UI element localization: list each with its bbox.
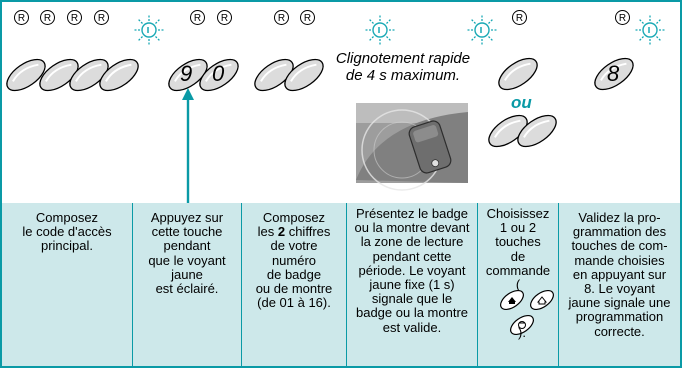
step-4: Présentez le badge ou la montre devant l… [346,203,477,366]
step-text: Appuyez sur cette touche pendant que le … [133,211,241,296]
flash-note: Clignotement rapide de 4 s maximum. [328,50,478,84]
yellow-led-flash-icon [467,15,497,45]
flash-note-line: Clignotement rapide [328,50,478,67]
step-1: Composez le code d'accès principal. [2,203,132,366]
step-text: Composez les 2 chiffres de votre numéro … [242,211,346,310]
flash-note-line: de 4 s maximum. [328,67,478,84]
yellow-led-flash-icon [134,15,164,45]
command-key-icon [498,290,527,313]
key-8-label: 8 [607,61,619,87]
step-text-bold: 2 [278,224,285,239]
yellow-led-flash-icon [635,15,665,45]
pointer-arrow [182,88,194,204]
key-0-label: 0 [212,61,224,87]
step-text-part: Choisissez 1 ou 2 touches de commande ( [486,206,550,292]
step-3: Composez les 2 chiffres de votre numéro … [241,203,346,366]
step-2: Appuyez sur cette touche pendant que le … [132,203,241,366]
keypad-key-icon [494,52,543,95]
step-6: Validez la pro- grammation des touches d… [558,203,680,366]
command-keys-icons [498,290,560,336]
yellow-led-flash-icon [365,15,395,45]
step-text: Présentez le badge ou la montre devant l… [347,207,477,335]
step-text: Choisissez 1 ou 2 touches de commande ( [478,207,558,292]
instruction-panel: Composez le code d'accès principal. Appu… [2,203,680,366]
step-5: Choisissez 1 ou 2 touches de commande ( … [477,203,558,366]
step-text-end: ). [518,326,526,340]
step-text: Composez le code d'accès principal. [2,211,132,254]
or-label: ou [511,93,532,113]
badge-reader-photo [356,103,468,190]
step-text: Validez la pro- grammation des touches d… [559,211,680,339]
command-keys [498,290,560,339]
command-key-icon [527,290,556,313]
key-9-label: 9 [180,61,192,87]
